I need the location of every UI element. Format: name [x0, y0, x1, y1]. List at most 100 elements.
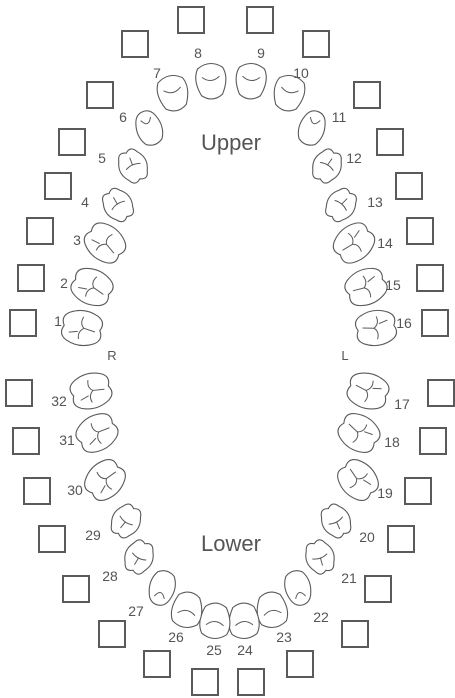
tooth-15-crown [344, 267, 388, 307]
tooth-11[interactable] [294, 107, 330, 148]
tooth-23-checkbox[interactable] [286, 650, 314, 678]
tooth-30-checkbox[interactable] [23, 477, 51, 505]
tooth-23[interactable] [254, 590, 289, 630]
tooth-15[interactable] [341, 263, 392, 311]
tooth-3-groove [106, 243, 115, 254]
tooth-6[interactable] [131, 107, 167, 149]
tooth-32-checkbox[interactable] [5, 379, 33, 407]
tooth-14[interactable] [328, 217, 381, 269]
tooth-17-checkbox[interactable] [427, 379, 455, 407]
tooth-13[interactable] [320, 184, 362, 227]
tooth-32-number: 32 [51, 393, 67, 409]
tooth-7-crown [156, 74, 189, 112]
tooth-17[interactable] [344, 369, 392, 414]
tooth-4-checkbox[interactable] [44, 172, 72, 200]
tooth-17-number: 17 [394, 396, 410, 412]
tooth-9-checkbox[interactable] [246, 6, 274, 34]
tooth-2-groove [78, 287, 88, 290]
tooth-9[interactable] [235, 62, 268, 100]
tooth-7[interactable] [154, 73, 191, 114]
tooth-19-checkbox[interactable] [404, 477, 432, 505]
tooth-18[interactable] [333, 408, 385, 459]
tooth-5-crown [118, 148, 148, 184]
tooth-5[interactable] [113, 145, 153, 187]
tooth-19-crown [337, 458, 379, 502]
tooth-26[interactable] [169, 590, 205, 630]
tooth-29-checkbox[interactable] [38, 525, 66, 553]
tooth-26-number: 26 [168, 629, 184, 645]
tooth-26-checkbox[interactable] [143, 650, 171, 678]
tooth-3-crown [83, 222, 127, 264]
tooth-1[interactable] [60, 308, 104, 348]
tooth-10[interactable] [270, 73, 307, 114]
tooth-17-groove [372, 387, 382, 390]
tooth-31-groove [98, 427, 110, 433]
tooth-16-checkbox[interactable] [421, 309, 449, 337]
tooth-19[interactable] [332, 454, 385, 507]
tooth-28-groove [134, 557, 140, 565]
tooth-29[interactable] [106, 500, 147, 542]
tooth-10-number: 10 [293, 65, 309, 81]
tooth-25[interactable] [199, 602, 231, 640]
tooth-5-number: 5 [98, 150, 106, 166]
tooth-23-crown [256, 591, 289, 629]
tooth-20-checkbox[interactable] [387, 525, 415, 553]
tooth-1-checkbox[interactable] [9, 309, 37, 337]
tooth-2-checkbox[interactable] [17, 264, 45, 292]
tooth-4-groove [113, 197, 118, 205]
tooth-31-checkbox[interactable] [12, 427, 40, 455]
tooth-24[interactable] [228, 602, 260, 640]
tooth-30-number: 30 [67, 482, 83, 498]
tooth-24-checkbox[interactable] [237, 668, 265, 696]
tooth-27[interactable] [145, 568, 179, 609]
tooth-8-checkbox[interactable] [177, 6, 205, 34]
tooth-5-checkbox[interactable] [58, 128, 86, 156]
tooth-27-checkbox[interactable] [98, 620, 126, 648]
tooth-30[interactable] [79, 454, 132, 507]
tooth-6-crown [135, 110, 164, 146]
tooth-30-groove [100, 485, 106, 494]
tooth-2[interactable] [67, 263, 117, 311]
tooth-30-groove [105, 471, 116, 480]
tooth-8[interactable] [195, 62, 228, 100]
tooth-10-groove [281, 86, 299, 94]
tooth-12[interactable] [307, 145, 347, 187]
tooth-25-checkbox[interactable] [191, 668, 219, 696]
tooth-16[interactable] [354, 308, 398, 349]
tooth-15-checkbox[interactable] [416, 264, 444, 292]
tooth-6-checkbox[interactable] [86, 81, 114, 109]
tooth-32-crown [69, 372, 113, 410]
tooth-4-crown [101, 187, 135, 223]
tooth-20[interactable] [316, 500, 357, 542]
tooth-13-crown [325, 187, 357, 223]
tooth-12-checkbox[interactable] [376, 128, 404, 156]
tooth-22[interactable] [281, 568, 315, 609]
tooth-22-checkbox[interactable] [341, 620, 369, 648]
tooth-3[interactable] [79, 217, 132, 269]
tooth-11-crown [297, 110, 326, 146]
tooth-24-crown [228, 602, 260, 640]
tooth-22-number: 22 [313, 609, 329, 625]
tooth-28-crown [124, 539, 154, 575]
tooth-28[interactable] [120, 536, 159, 577]
tooth-18-checkbox[interactable] [419, 427, 447, 455]
tooth-32[interactable] [67, 369, 115, 414]
tooth-31[interactable] [71, 408, 123, 459]
tooth-24-number: 24 [237, 642, 253, 658]
tooth-5-groove [129, 157, 134, 166]
tooth-4[interactable] [97, 184, 139, 227]
tooth-21-checkbox[interactable] [364, 575, 392, 603]
tooth-7-checkbox[interactable] [121, 30, 149, 58]
tooth-2-crown [70, 267, 114, 307]
tooth-11-checkbox[interactable] [353, 81, 381, 109]
tooth-3-checkbox[interactable] [26, 217, 54, 245]
tooth-13-checkbox[interactable] [395, 172, 423, 200]
tooth-28-checkbox[interactable] [62, 575, 90, 603]
tooth-16-number: 16 [396, 315, 412, 331]
tooth-11-groove [310, 116, 321, 125]
tooth-21[interactable] [301, 537, 340, 578]
tooth-10-checkbox[interactable] [302, 30, 330, 58]
tooth-18-crown [337, 413, 381, 453]
tooth-14-checkbox[interactable] [406, 217, 434, 245]
